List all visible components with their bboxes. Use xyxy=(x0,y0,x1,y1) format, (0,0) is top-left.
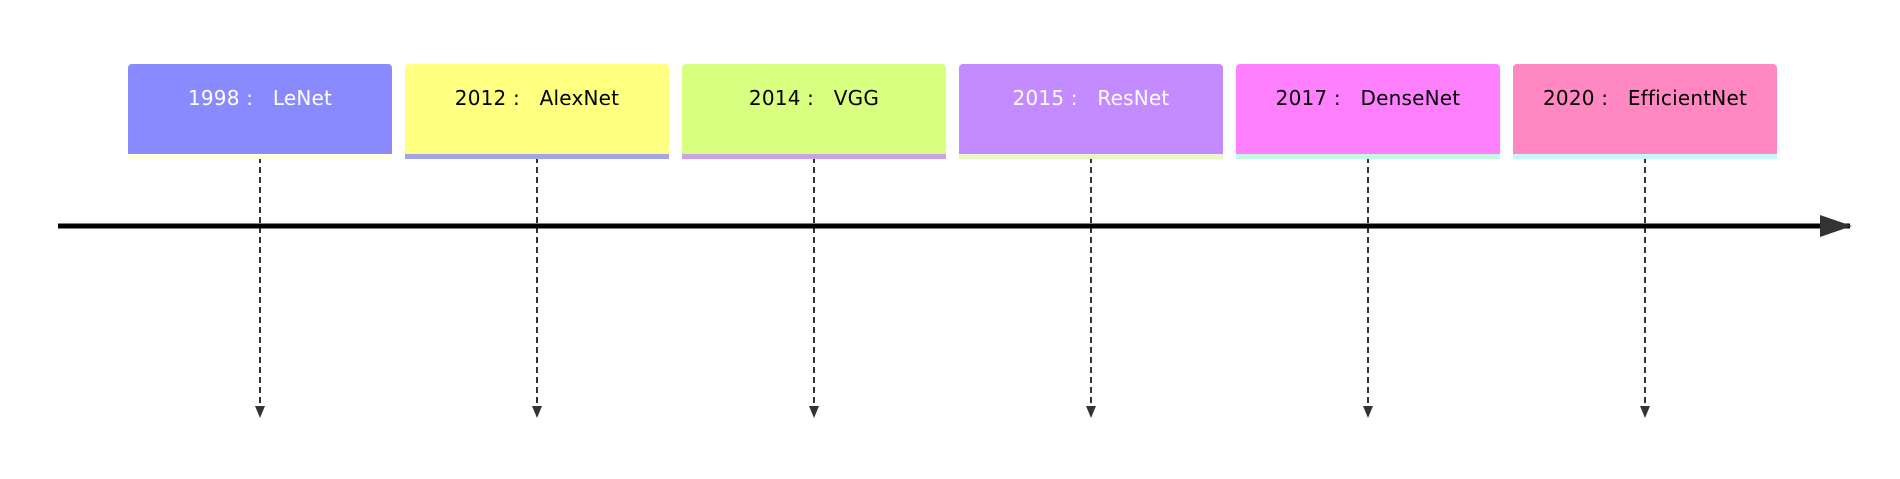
event-box-alexnet: 2012 : AlexNet xyxy=(405,64,669,159)
event-year: 2020 xyxy=(1542,86,1595,110)
event-connector-arrowhead-2017 xyxy=(1363,406,1373,418)
event-name: DenseNet xyxy=(1360,86,1461,110)
event-box-lenet: 1998 : LeNet xyxy=(128,64,392,159)
event-label: 1998 : LeNet xyxy=(188,86,332,110)
event-connector-arrowhead-2012 xyxy=(532,406,542,418)
timeline-axis-arrowhead xyxy=(1820,215,1852,237)
event-connector-arrowhead-1998 xyxy=(255,406,265,418)
event-box-underline xyxy=(682,154,946,159)
event-connector-arrowhead-2015 xyxy=(1086,406,1096,418)
event-year: 1998 xyxy=(187,86,240,110)
event-separator: : xyxy=(239,86,273,110)
event-box-underline xyxy=(128,154,392,159)
event-separator: : xyxy=(1594,86,1628,110)
event-year: 2015 xyxy=(1012,86,1065,110)
event-connector-arrowhead-2014 xyxy=(809,406,819,418)
event-box-resnet: 2015 : ResNet xyxy=(959,64,1223,159)
connectors-group xyxy=(255,157,1650,418)
event-label: 2017 : DenseNet xyxy=(1276,86,1461,110)
event-box-efficientnet: 2020 : EfficientNet xyxy=(1513,64,1777,159)
event-name: ResNet xyxy=(1097,86,1170,110)
event-separator: : xyxy=(506,86,540,110)
event-year: 2012 xyxy=(454,86,507,110)
event-year: 2017 xyxy=(1275,86,1328,110)
event-year: 2014 xyxy=(748,86,801,110)
event-name: VGG xyxy=(833,86,880,110)
event-label: 2020 : EfficientNet xyxy=(1543,86,1747,110)
event-separator: : xyxy=(800,86,834,110)
event-box-vgg: 2014 : VGG xyxy=(682,64,946,159)
event-label: 2012 : AlexNet xyxy=(455,86,619,110)
event-box-underline xyxy=(1513,154,1777,159)
event-separator: : xyxy=(1327,86,1361,110)
event-name: EfficientNet xyxy=(1627,86,1748,110)
event-label: 2014 : VGG xyxy=(749,86,879,110)
event-label: 2015 : ResNet xyxy=(1013,86,1170,110)
event-name: LeNet xyxy=(272,86,333,110)
event-box-densenet: 2017 : DenseNet xyxy=(1236,64,1500,159)
event-name: AlexNet xyxy=(539,86,620,110)
event-connector-arrowhead-2020 xyxy=(1640,406,1650,418)
event-separator: : xyxy=(1064,86,1098,110)
event-box-underline xyxy=(405,154,669,159)
event-box-underline xyxy=(1236,154,1500,159)
event-box-underline xyxy=(959,154,1223,159)
